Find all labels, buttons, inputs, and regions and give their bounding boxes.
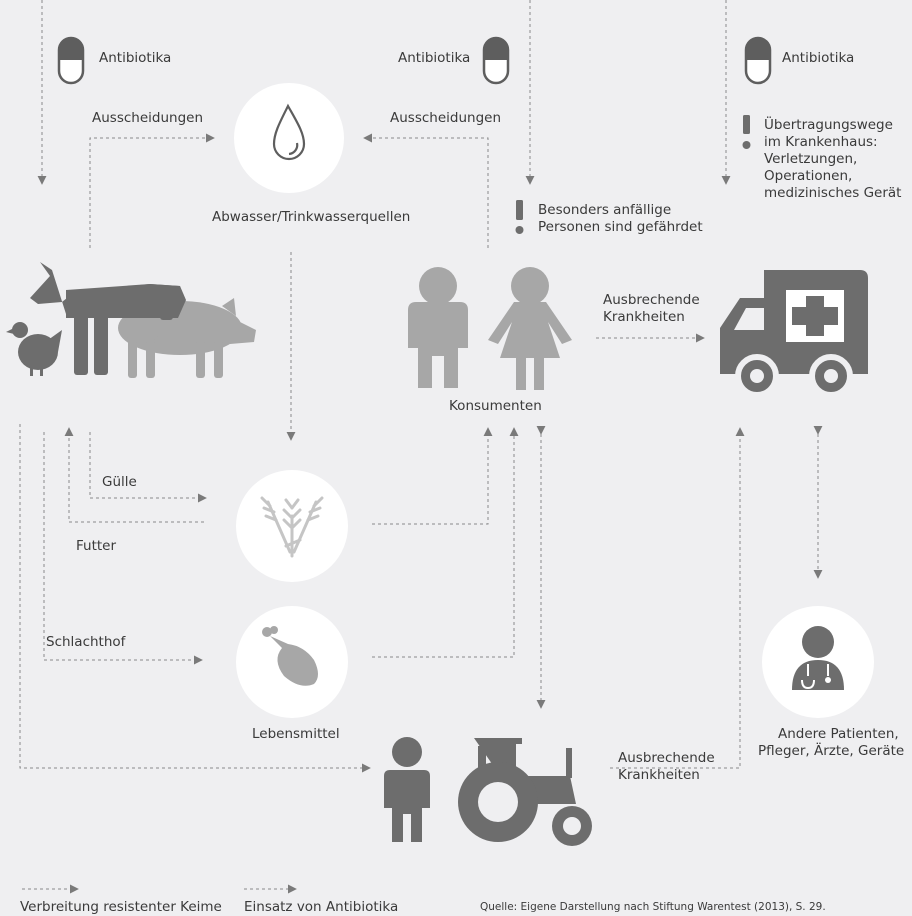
hospital-warning-line4: Operationen, [764,168,853,184]
antibiotics-label-right: Antibiotika [782,50,855,66]
excretions-label-right: Ausscheidungen [390,110,502,126]
vulnerable-warning-line1: Besonders anfällige [538,202,672,218]
slaughterhouse-arrow [43,432,203,665]
antibiotics-label-center: Antibiotika [398,50,471,66]
grain-to-consumers-arrow [372,427,493,525]
feed-arrow [64,427,204,523]
excretions-label-left: Ausscheidungen [92,110,204,126]
vulnerable-warning-line2: Personen sind gefährdet [538,219,703,235]
excretions-arrow-right [363,133,489,248]
consumers-label: Konsumenten [449,398,542,414]
feed-label: Futter [76,538,117,554]
outbreak-bottom-line2: Krankheiten [618,767,700,783]
drumstick-icon [262,626,318,686]
antibiotics-label-left: Antibiotika [99,50,172,66]
warning-icon-vulnerable [515,200,524,234]
hospital-warning-line3: Verletzungen, [764,151,858,167]
hospital-warning-line1: Übertragungswege [764,117,893,133]
legend-spread-label: Verbreitung resistenter Keime [20,899,222,915]
man-icon [408,267,468,388]
manure-label: Gülle [102,474,137,490]
pill-icon-center [482,36,510,85]
source-note: Quelle: Eigene Darstellung nach Stiftung… [480,901,826,913]
outbreak-bottom-line1: Ausbrechende [618,750,715,766]
hospital-warning-line5: medizinisches Gerät [764,185,902,201]
pill-icon-left [57,36,85,85]
others-line2: Pfleger, Ärzte, Geräte [758,743,905,759]
food-label: Lebensmittel [252,726,340,742]
pill-icon-right [744,36,772,85]
tractor-icon [458,738,592,846]
grain-icon [260,496,324,558]
chicken-icon [6,322,62,376]
doctor-icon [792,626,844,690]
ambulance-icon [720,270,868,398]
farm-to-farmer-arrow [19,424,371,773]
farmer-icon [384,737,430,842]
hospital-warning-line2: im Krankenhaus: [764,134,878,150]
water-label: Abwasser/Trinkwasserquellen [212,209,411,225]
connector-lines [19,0,823,894]
cow-icon [30,262,186,375]
others-line1: Andere Patienten, [778,726,899,742]
slaughterhouse-label: Schlachthof [46,634,126,650]
excretions-arrow-left [89,133,215,248]
warning-icon-hospital [742,115,751,149]
food-to-consumers-arrow [372,427,519,658]
legend-use-label: Einsatz von Antibiotika [244,899,399,915]
woman-icon [488,267,572,390]
water-circle [234,83,344,193]
manure-arrow [89,432,207,503]
outbreak-arrow-bottom [610,427,745,769]
outbreak-top-line1: Ausbrechende [603,292,700,308]
water-drop-icon [272,103,306,161]
outbreak-top-line2: Krankheiten [603,309,685,325]
